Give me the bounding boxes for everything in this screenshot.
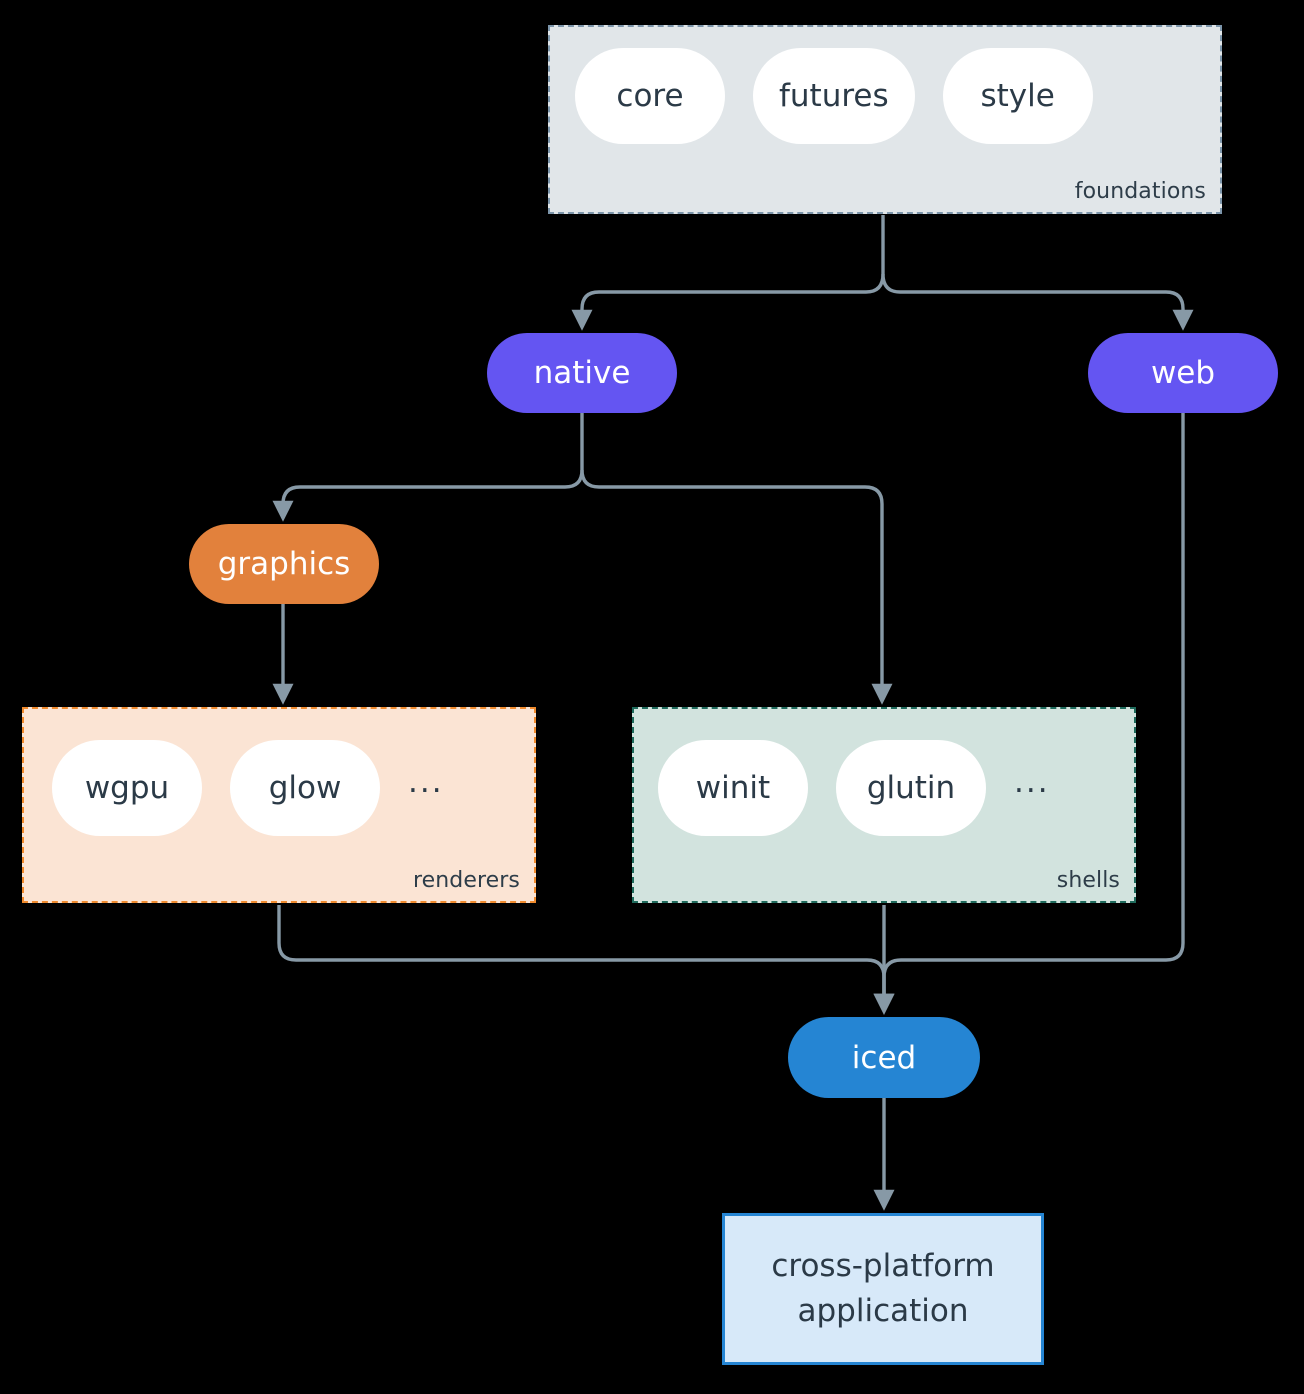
edge-renderers-iced [277,905,895,1015]
renderers-overflow-ellipsis: ... [408,763,444,800]
edge-web-iced [873,413,1185,1015]
cluster-foundations: core futures style foundations [548,25,1222,214]
node-winit[interactable]: winit [658,740,808,836]
cluster-renderers: wgpu glow ... renderers [22,707,536,903]
application-label-line2: application [797,1293,969,1329]
cluster-shells-items: winit glutin ... [658,734,1050,842]
shells-overflow-ellipsis: ... [1014,763,1050,800]
cluster-shells: winit glutin ... shells [632,707,1136,903]
node-native[interactable]: native [487,333,677,413]
application-label-line1: cross-platform [771,1248,995,1285]
node-glow[interactable]: glow [230,740,380,836]
node-core[interactable]: core [575,48,725,144]
edge-native-shells [580,469,893,705]
cluster-renderers-label: renderers [412,868,520,893]
node-style[interactable]: style [942,48,1093,144]
edge-native-graphics [272,469,584,522]
node-web[interactable]: web [1088,333,1278,413]
cluster-foundations-label: foundations [1074,179,1206,204]
edge-foundations-native [571,273,885,331]
node-graphics[interactable]: graphics [189,524,379,604]
node-wgpu[interactable]: wgpu [52,740,202,836]
node-glutin[interactable]: glutin [836,740,986,836]
node-futures[interactable]: futures [753,48,915,144]
cluster-foundations-items: core futures style [575,48,1121,144]
node-cross-platform-application[interactable]: cross-platform application [722,1213,1044,1365]
node-iced[interactable]: iced [788,1017,980,1098]
cluster-renderers-items: wgpu glow ... [52,734,444,842]
edge-foundations-web [881,273,1194,331]
cluster-shells-label: shells [1056,868,1120,893]
